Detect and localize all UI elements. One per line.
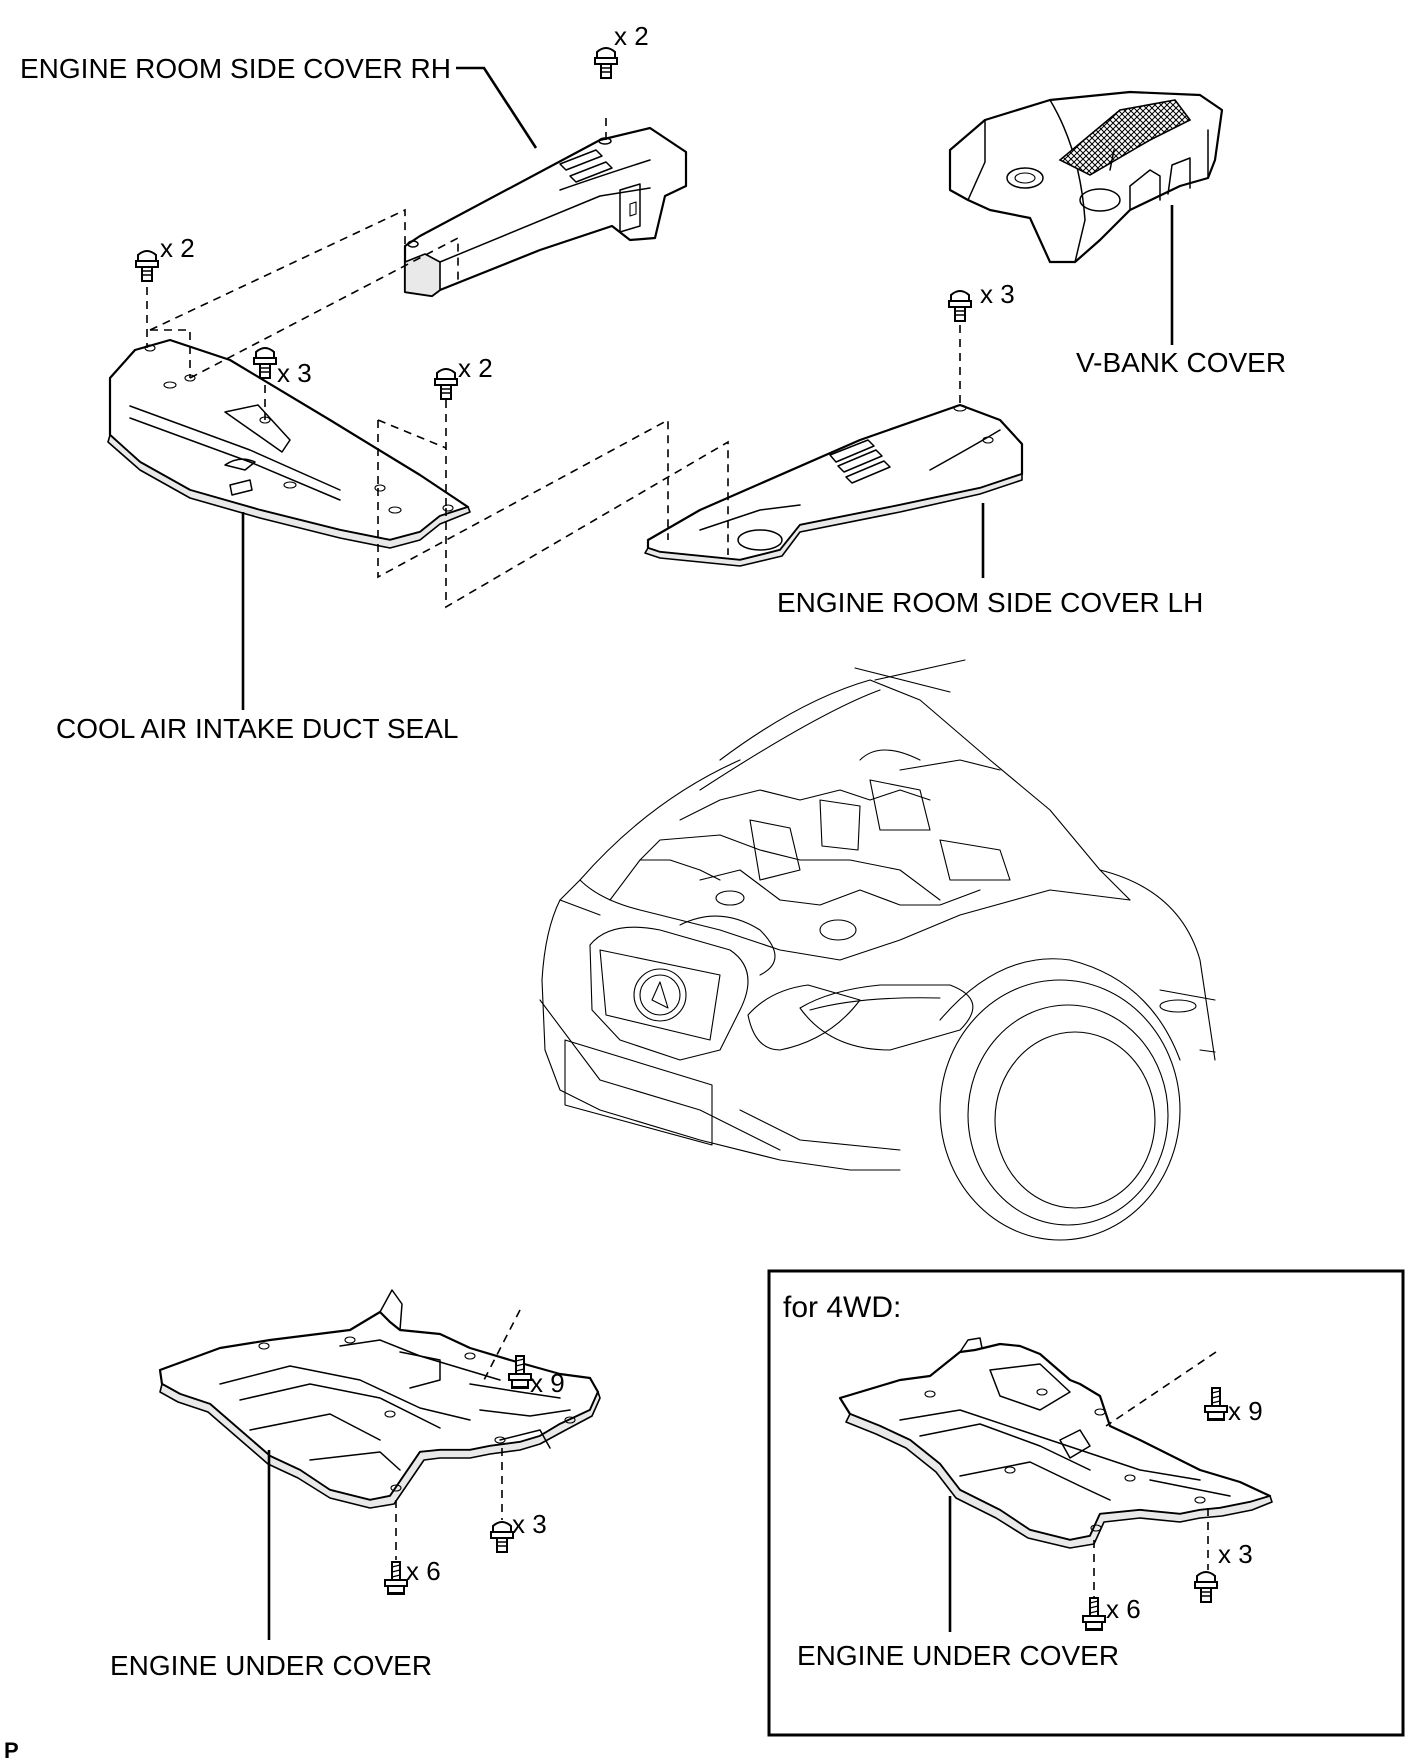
qty-under-lower-clips: x 3	[512, 1509, 547, 1539]
label-engine-under-cover: ENGINE UNDER COVER	[110, 1650, 432, 1681]
qty-lh-cover-clips: x 3	[980, 279, 1015, 309]
for-4wd-inset-box	[767, 1269, 1405, 1737]
label-engine-under-cover-4wd: ENGINE UNDER COVER	[797, 1640, 1119, 1671]
engine-under-cover	[158, 1289, 601, 1509]
under-cover-4wd-fasteners	[1082, 1351, 1228, 1632]
v-bank-cover	[948, 90, 1224, 264]
qty-seal-right-clips: x 2	[458, 353, 493, 383]
label-v-bank-cover: V-BANK COVER	[1076, 347, 1286, 378]
qty-4wd-lower-bolts: x 6	[1106, 1594, 1141, 1624]
engine-room-side-cover-rh	[403, 126, 688, 298]
qty-4wd-lower-clips: x 3	[1218, 1539, 1253, 1569]
label-engine-room-side-cover-rh: ENGINE ROOM SIDE COVER RH	[20, 53, 451, 84]
page-code: P	[4, 1738, 19, 1763]
alignment-lines-top	[146, 118, 961, 609]
engine-room-side-cover-lh	[644, 403, 1024, 567]
label-engine-room-side-cover-lh: ENGINE ROOM SIDE COVER LH	[777, 587, 1203, 618]
vehicle-front-illustration	[539, 659, 1216, 1241]
inset-title-for-4wd: for 4WD:	[783, 1291, 901, 1324]
qty-seal-center-clips: x 3	[277, 358, 312, 388]
qty-4wd-upper-bolts: x 9	[1228, 1396, 1263, 1426]
leader-lines	[241, 66, 1174, 1640]
qty-under-upper-bolts: x 9	[530, 1368, 565, 1398]
qty-rh-cover-clips: x 2	[614, 21, 649, 51]
under-cover-fasteners	[384, 1309, 532, 1596]
engine-under-cover-4wd	[838, 1337, 1273, 1549]
qty-seal-left-clips: x 2	[160, 233, 195, 263]
qty-under-lower-bolts: x 6	[406, 1556, 441, 1586]
label-cool-air-intake-duct-seal: COOL AIR INTAKE DUCT SEAL	[56, 713, 458, 744]
